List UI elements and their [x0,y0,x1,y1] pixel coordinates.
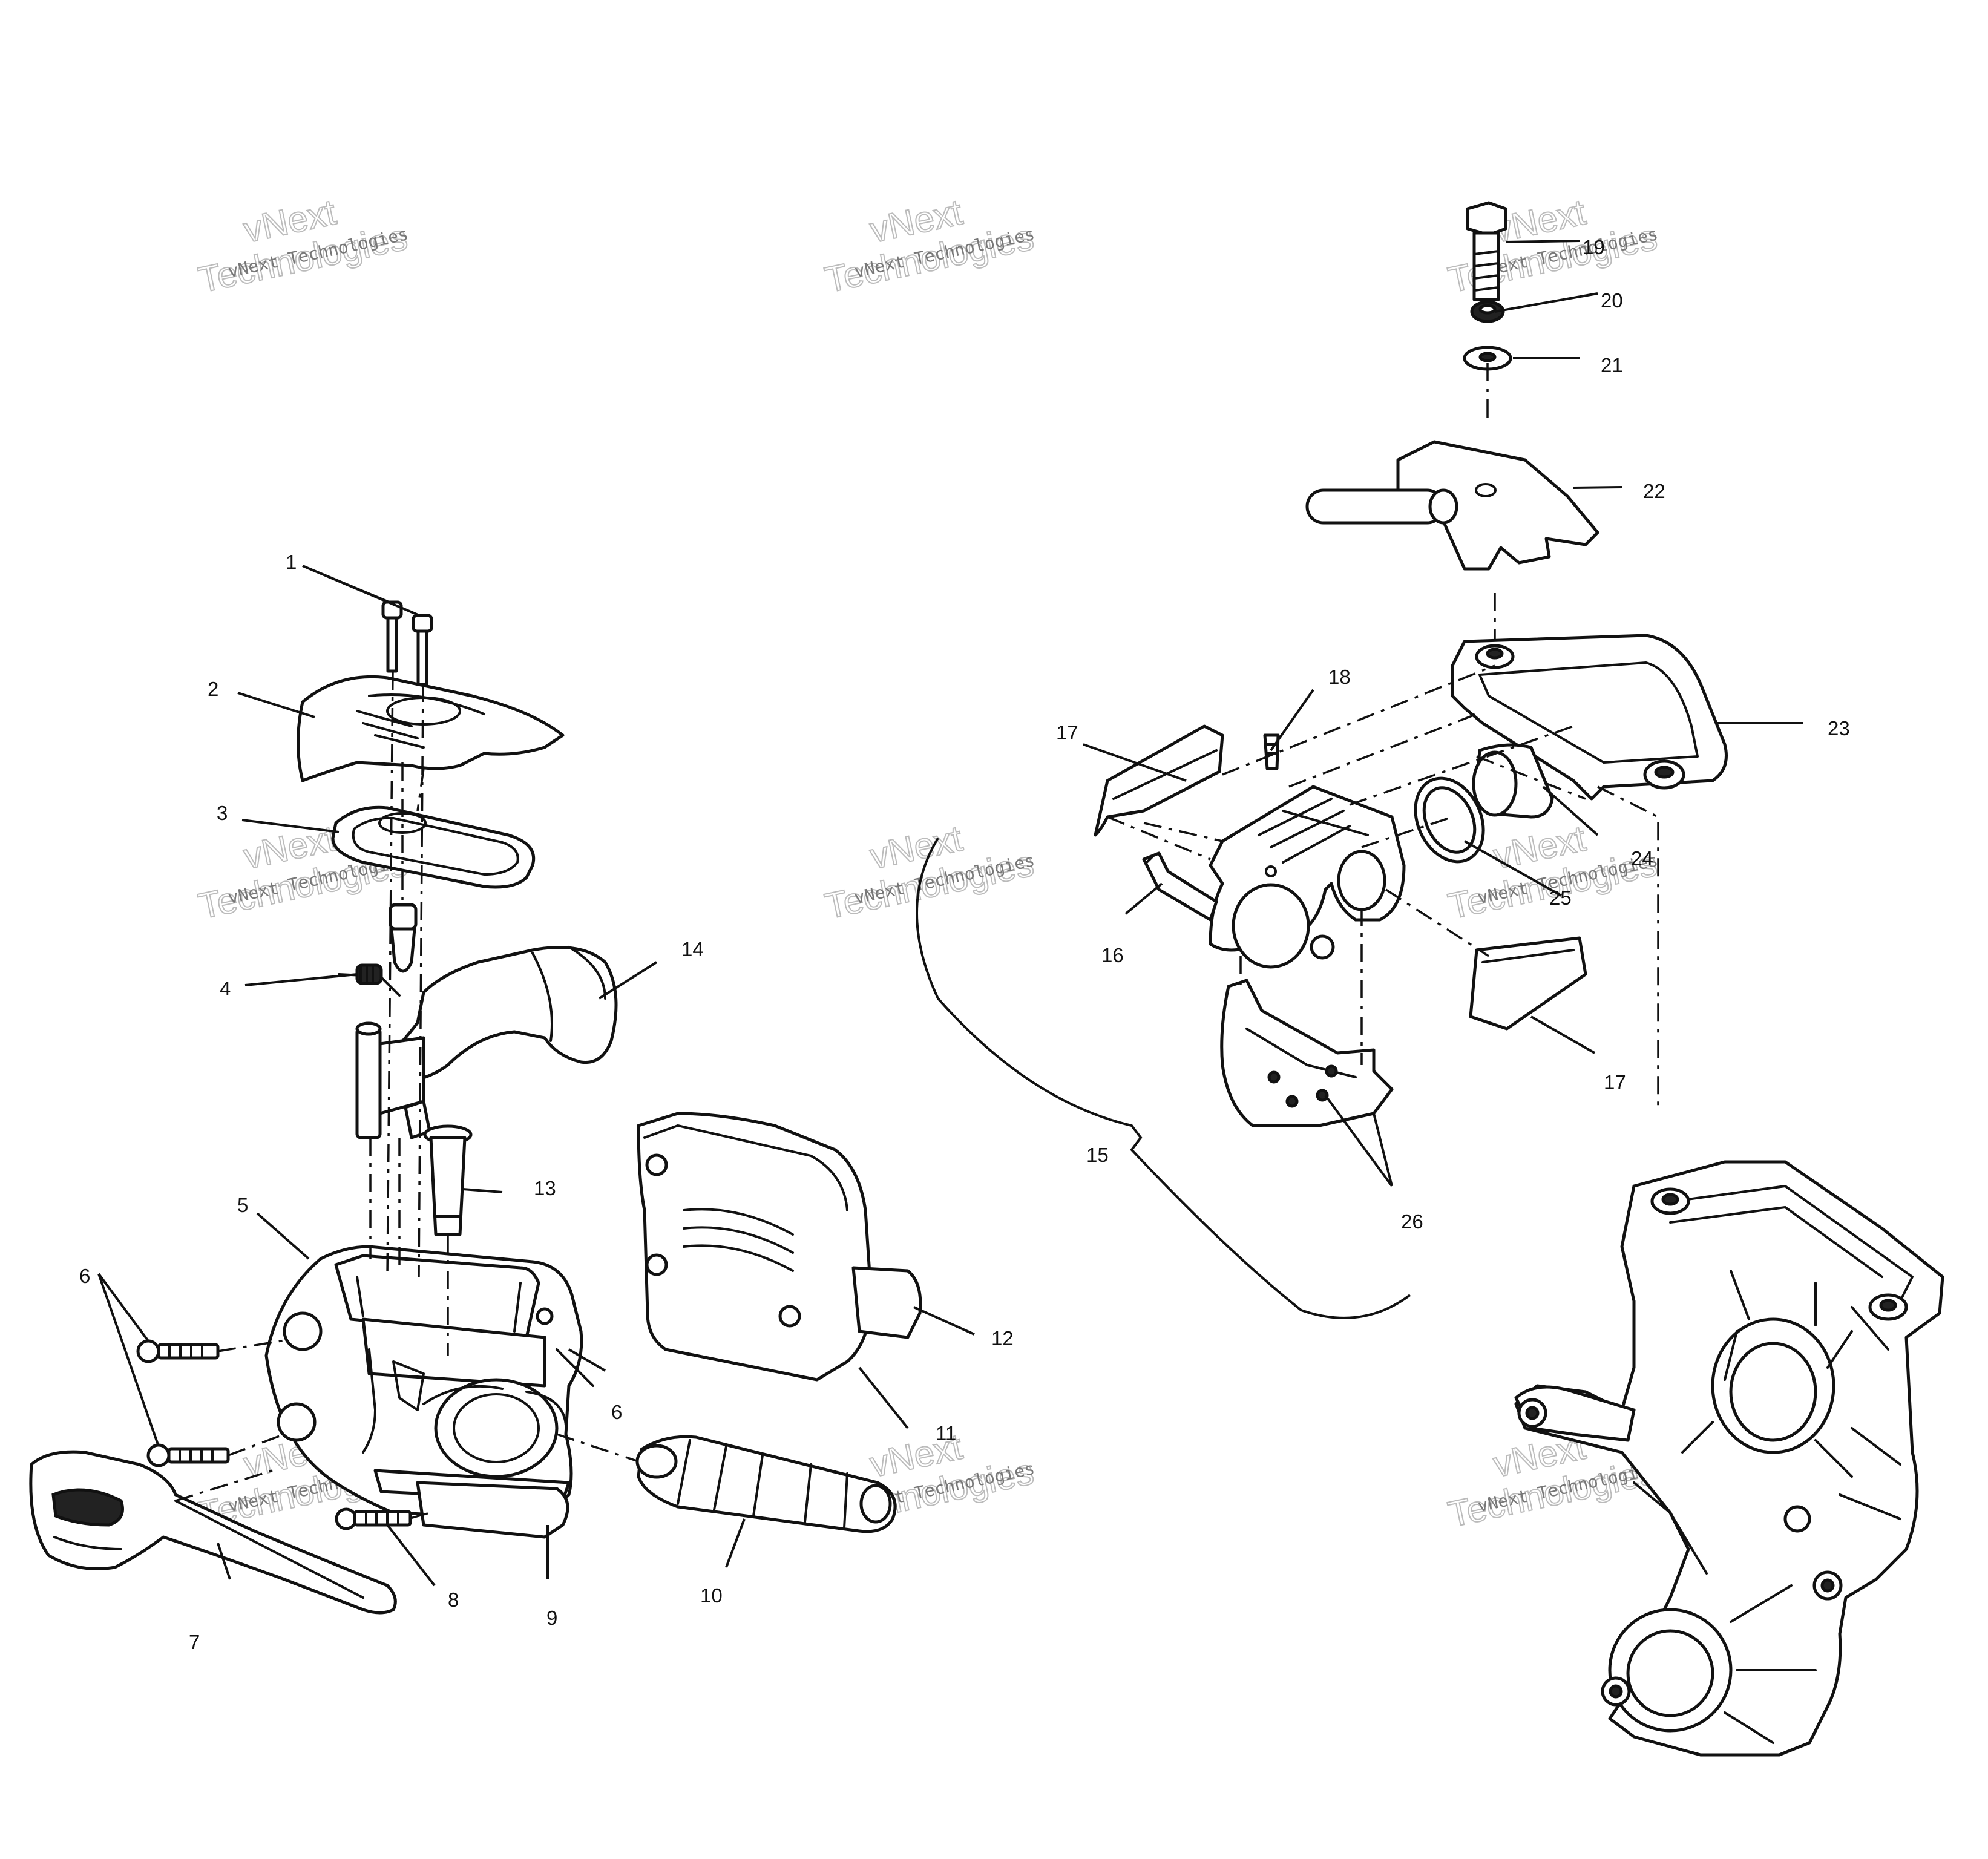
bracket-item-22 [1305,440,1599,571]
pin-item-13 [423,1124,473,1236]
callout-22: 22 [1643,480,1665,502]
clamp-tab-item-12 [851,1266,922,1339]
piston-item-24 [1472,743,1554,819]
brake-pad-item-17-lower [1469,936,1587,1031]
caliper-assembly-brace-item-15 [916,837,1411,1319]
callout-17-upper: 17 [1056,721,1078,744]
callout-10: 10 [700,1584,723,1607]
callout-26: 26 [1401,1210,1423,1233]
callout-24: 24 [1631,847,1653,870]
callout-11: 11 [936,1422,956,1444]
callout-7: 7 [189,1631,200,1653]
callout-5: 5 [237,1194,248,1216]
brake-pad-item-17-upper [1094,724,1224,837]
callout-13: 13 [534,1177,556,1199]
gasket-item-3 [331,805,535,889]
engine-housing [1514,1160,1944,1757]
callout-18: 18 [1328,666,1351,688]
callout-3: 3 [217,802,228,824]
callout-labels: 1 2 3 4 5 6 6 7 8 9 10 11 12 13 14 15 16… [79,236,1850,1653]
callout-21: 21 [1601,354,1623,376]
watermark: vNext Technologies vNext Technologies [821,191,1038,301]
top-cover-item-2 [297,675,565,782]
callout-4: 4 [220,977,231,1000]
watermark: vNext Technologies vNext Technologies [194,191,412,301]
screw-item-8 [335,1507,412,1530]
right-assembly [916,201,1944,1757]
yoke-item-23 [1451,634,1728,801]
assembly-lines-left [175,671,639,1520]
leader-lines [97,240,1803,1587]
callout-12: 12 [991,1327,1014,1349]
hose-fitting-item-16 [1142,851,1218,922]
callout-6-right: 6 [611,1401,622,1423]
brake-pad-item-26 [1220,979,1394,1127]
callout-6-left: 6 [79,1265,90,1287]
housing-base-item-9 [416,1481,569,1539]
callout-9: 9 [546,1607,557,1629]
bolt-item-19 [1466,201,1507,301]
caliper-body [1209,785,1406,969]
screws-item-6 [136,1339,230,1467]
callout-20: 20 [1601,289,1623,312]
left-assembly [29,600,922,1615]
housing-item-5 [264,1245,594,1521]
callout-1: 1 [286,551,297,573]
screws-item-1 [381,600,433,686]
lever-hinge [355,1021,431,1139]
spring-item-4 [338,963,401,997]
callout-25: 25 [1549,887,1572,909]
assembly-lines-right [1107,363,1659,1107]
callout-8: 8 [448,1589,459,1611]
clamp-cover-item-11 [637,1112,873,1382]
callout-16: 16 [1101,944,1124,966]
callout-17-lower: 17 [1604,1071,1626,1093]
callout-2: 2 [208,678,218,700]
washer-item-21 [1463,346,1512,371]
plunger-bushing [389,903,418,973]
callout-15: 15 [1086,1144,1109,1166]
callout-14: 14 [681,938,704,960]
callout-19: 19 [1583,236,1605,258]
callout-23: 23 [1828,717,1850,739]
watermark: vNext Technologies vNext Technologies [1444,191,1661,301]
bleeder-screw-item-18 [1263,733,1280,770]
lock-washer-item-20 [1470,300,1505,323]
grip-tube-item-10 [635,1435,897,1533]
brake-lever-item-7 [29,1450,397,1615]
